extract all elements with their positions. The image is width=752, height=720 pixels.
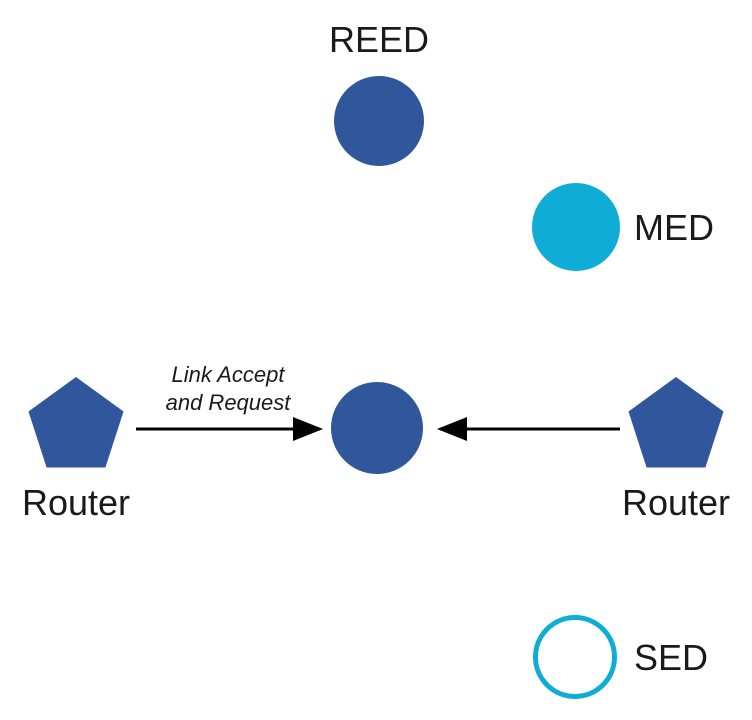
node-router-right-pentagon[interactable] bbox=[628, 377, 724, 468]
node-leader-circle[interactable] bbox=[331, 382, 423, 474]
node-med-circle[interactable] bbox=[532, 183, 620, 271]
node-label-reed: REED bbox=[329, 19, 429, 60]
node-label-med: MED bbox=[634, 207, 714, 248]
edge-labels-layer: Link Accept and Request bbox=[166, 362, 292, 415]
node-sed-circle-outline[interactable] bbox=[533, 615, 617, 699]
node-label-sed: SED bbox=[634, 637, 708, 678]
nodes-layer bbox=[28, 76, 724, 699]
node-label-router-left: Router bbox=[22, 482, 130, 523]
node-label-router-right: Router bbox=[622, 482, 730, 523]
edge-label-line-1: Link Accept bbox=[172, 362, 286, 387]
node-labels-layer: REED MED Router Router SED bbox=[22, 19, 730, 678]
edge-label-line-2: and Request bbox=[166, 390, 292, 415]
node-router-left-pentagon[interactable] bbox=[28, 377, 124, 468]
node-reed-circle[interactable] bbox=[334, 76, 424, 166]
